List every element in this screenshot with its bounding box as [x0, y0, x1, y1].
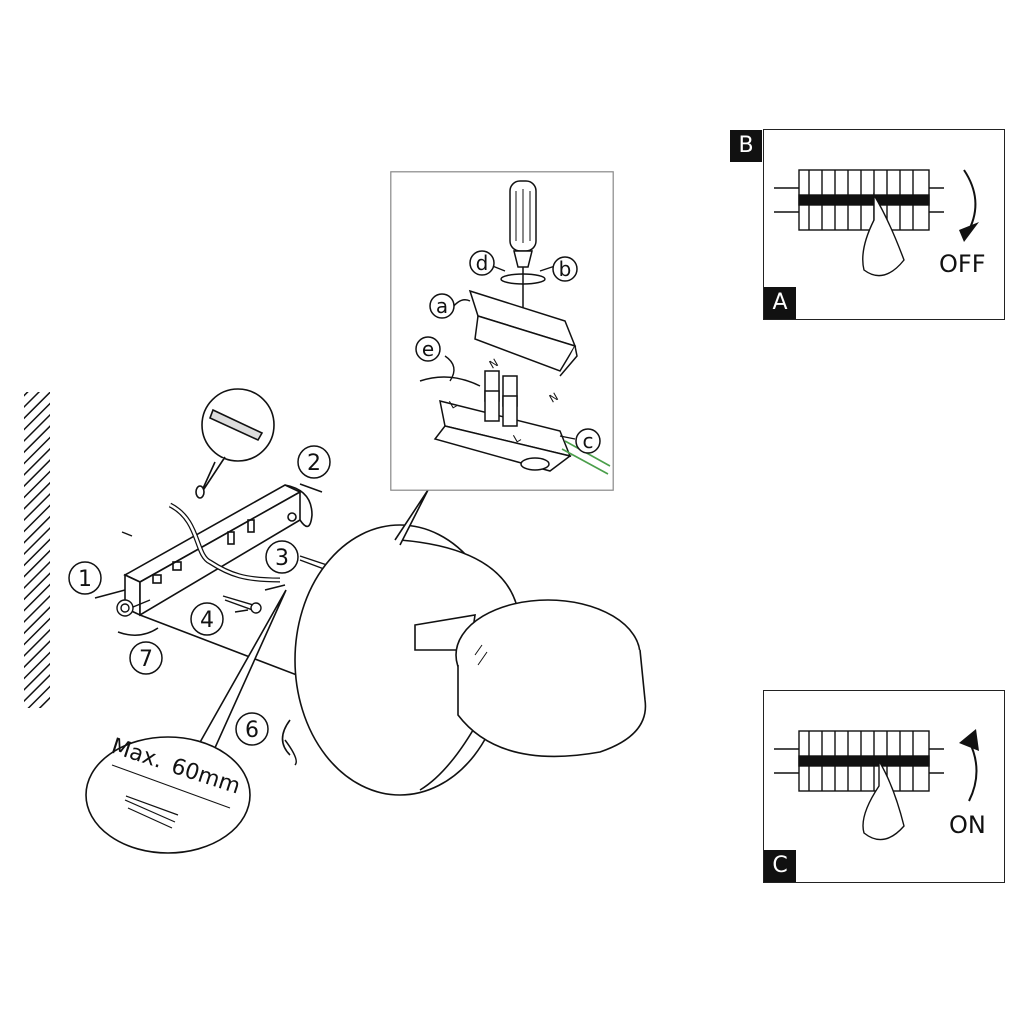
step-7-label: 7 [139, 647, 153, 672]
letter-a: a [436, 294, 448, 318]
breaker-off-illustration: OFF [774, 169, 986, 278]
letter-c: c [583, 429, 594, 453]
step-1-label: 1 [78, 567, 92, 592]
breaker-on-illustration: ON [774, 729, 986, 841]
on-state-label: ON [949, 811, 986, 839]
lamp-body [281, 489, 647, 796]
step-2-label: 2 [307, 451, 321, 476]
letter-d: d [476, 251, 489, 275]
panel-tag-b: B [730, 130, 762, 162]
on-arrow-icon [968, 740, 978, 802]
panel-switch-on: ON C [763, 690, 1005, 883]
step-3-label: 3 [275, 546, 289, 571]
inset-letter-circles [415, 250, 601, 454]
letter-e: e [422, 337, 434, 361]
step-arrows [94, 483, 323, 766]
panel-tag-c: C [764, 850, 796, 882]
panel-switch-off: OFF B A [730, 129, 1005, 320]
panel-tag-a: A [764, 287, 796, 319]
terminal-block [419, 370, 611, 475]
off-state-label: OFF [939, 250, 986, 278]
wiring-inset: d b a e c N N L L [390, 171, 614, 491]
step-4-label: 4 [200, 608, 214, 633]
letter-b: b [559, 257, 572, 281]
strip-length-callout [85, 589, 287, 854]
terminal-cover [468, 289, 578, 377]
wall-hatching [24, 392, 50, 708]
wall-plug-callout [195, 388, 275, 499]
off-arrow-icon [963, 169, 977, 231]
step-6-label: 6 [245, 718, 259, 743]
